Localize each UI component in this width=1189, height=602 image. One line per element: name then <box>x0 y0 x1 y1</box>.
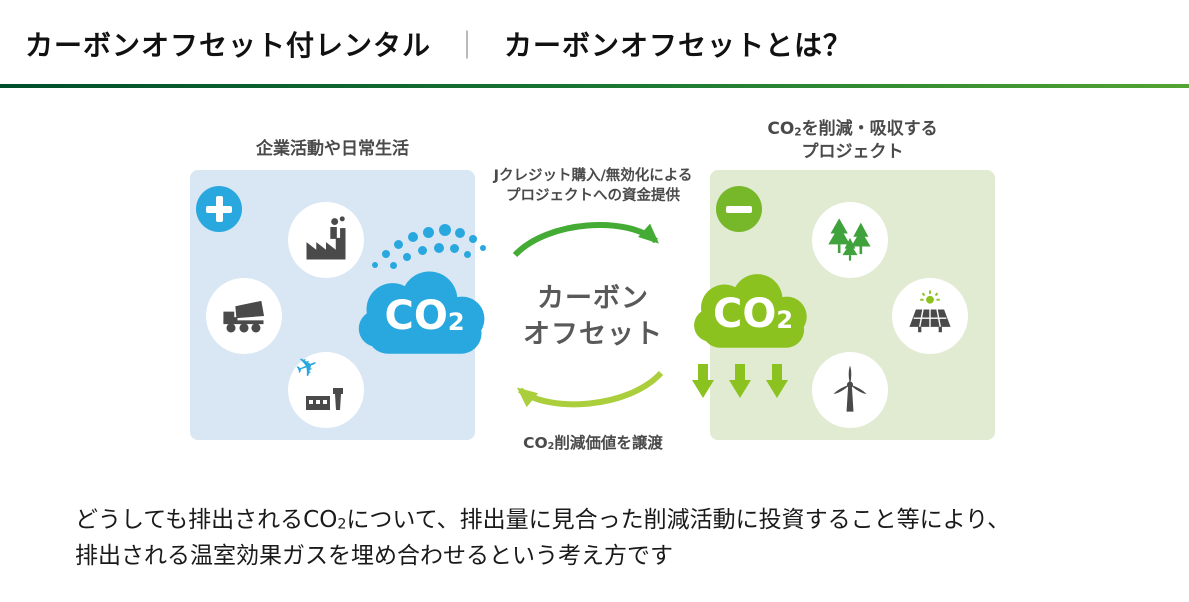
page-title: カーボンオフセット付レンタル ｜ カーボンオフセットとは？ <box>25 24 852 64</box>
green-divider <box>0 84 1189 88</box>
factory-spot <box>288 202 364 278</box>
trees-spot <box>812 202 888 278</box>
value-transfer-label: CO2削減価値を譲渡 <box>523 434 663 453</box>
carbon-offset-title: カーボン オフセット <box>523 283 663 351</box>
trees-icon <box>828 218 871 261</box>
curved-arrow-right-icon <box>512 222 659 258</box>
airplane-icon: ✈ <box>291 348 324 387</box>
plus-icon <box>196 186 242 232</box>
solar-spot <box>892 278 968 354</box>
wind-spot <box>812 352 888 428</box>
truck-spot <box>206 278 282 354</box>
factory-icon <box>306 216 346 260</box>
down-arrows-icon <box>692 364 788 398</box>
right-panel-label: CO2を削減・吸収する プロジェクト <box>767 119 938 162</box>
airport-spot: ✈ <box>288 348 364 428</box>
wind-turbine-icon <box>833 365 867 412</box>
co2-subscript: 2 <box>337 516 347 533</box>
description-line1: どうしても排出されるCO2について、排出量に見合った削減活動に投資すること等によ… <box>75 507 1011 533</box>
title-left: カーボンオフセット付レンタル <box>25 29 432 62</box>
description-text: どうしても排出されるCO2について、排出量に見合った削減活動に投資すること等によ… <box>75 503 1145 574</box>
funding-label: Jクレジット購入/無効化による プロジェクトへの資金提供 <box>493 168 693 205</box>
title-right: カーボンオフセットとは？ <box>504 29 853 62</box>
solar-panel-icon <box>909 290 951 333</box>
minus-icon <box>716 186 762 232</box>
description-line2: 排出される温室効果ガスを埋め合わせるという考え方です <box>75 542 673 569</box>
left-panel-label: 企業活動や日常生活 <box>256 139 409 159</box>
curved-arrow-left-icon <box>516 370 664 408</box>
truck-icon <box>223 300 265 333</box>
airport-building-icon <box>306 388 343 410</box>
title-separator: ｜ <box>453 29 483 62</box>
